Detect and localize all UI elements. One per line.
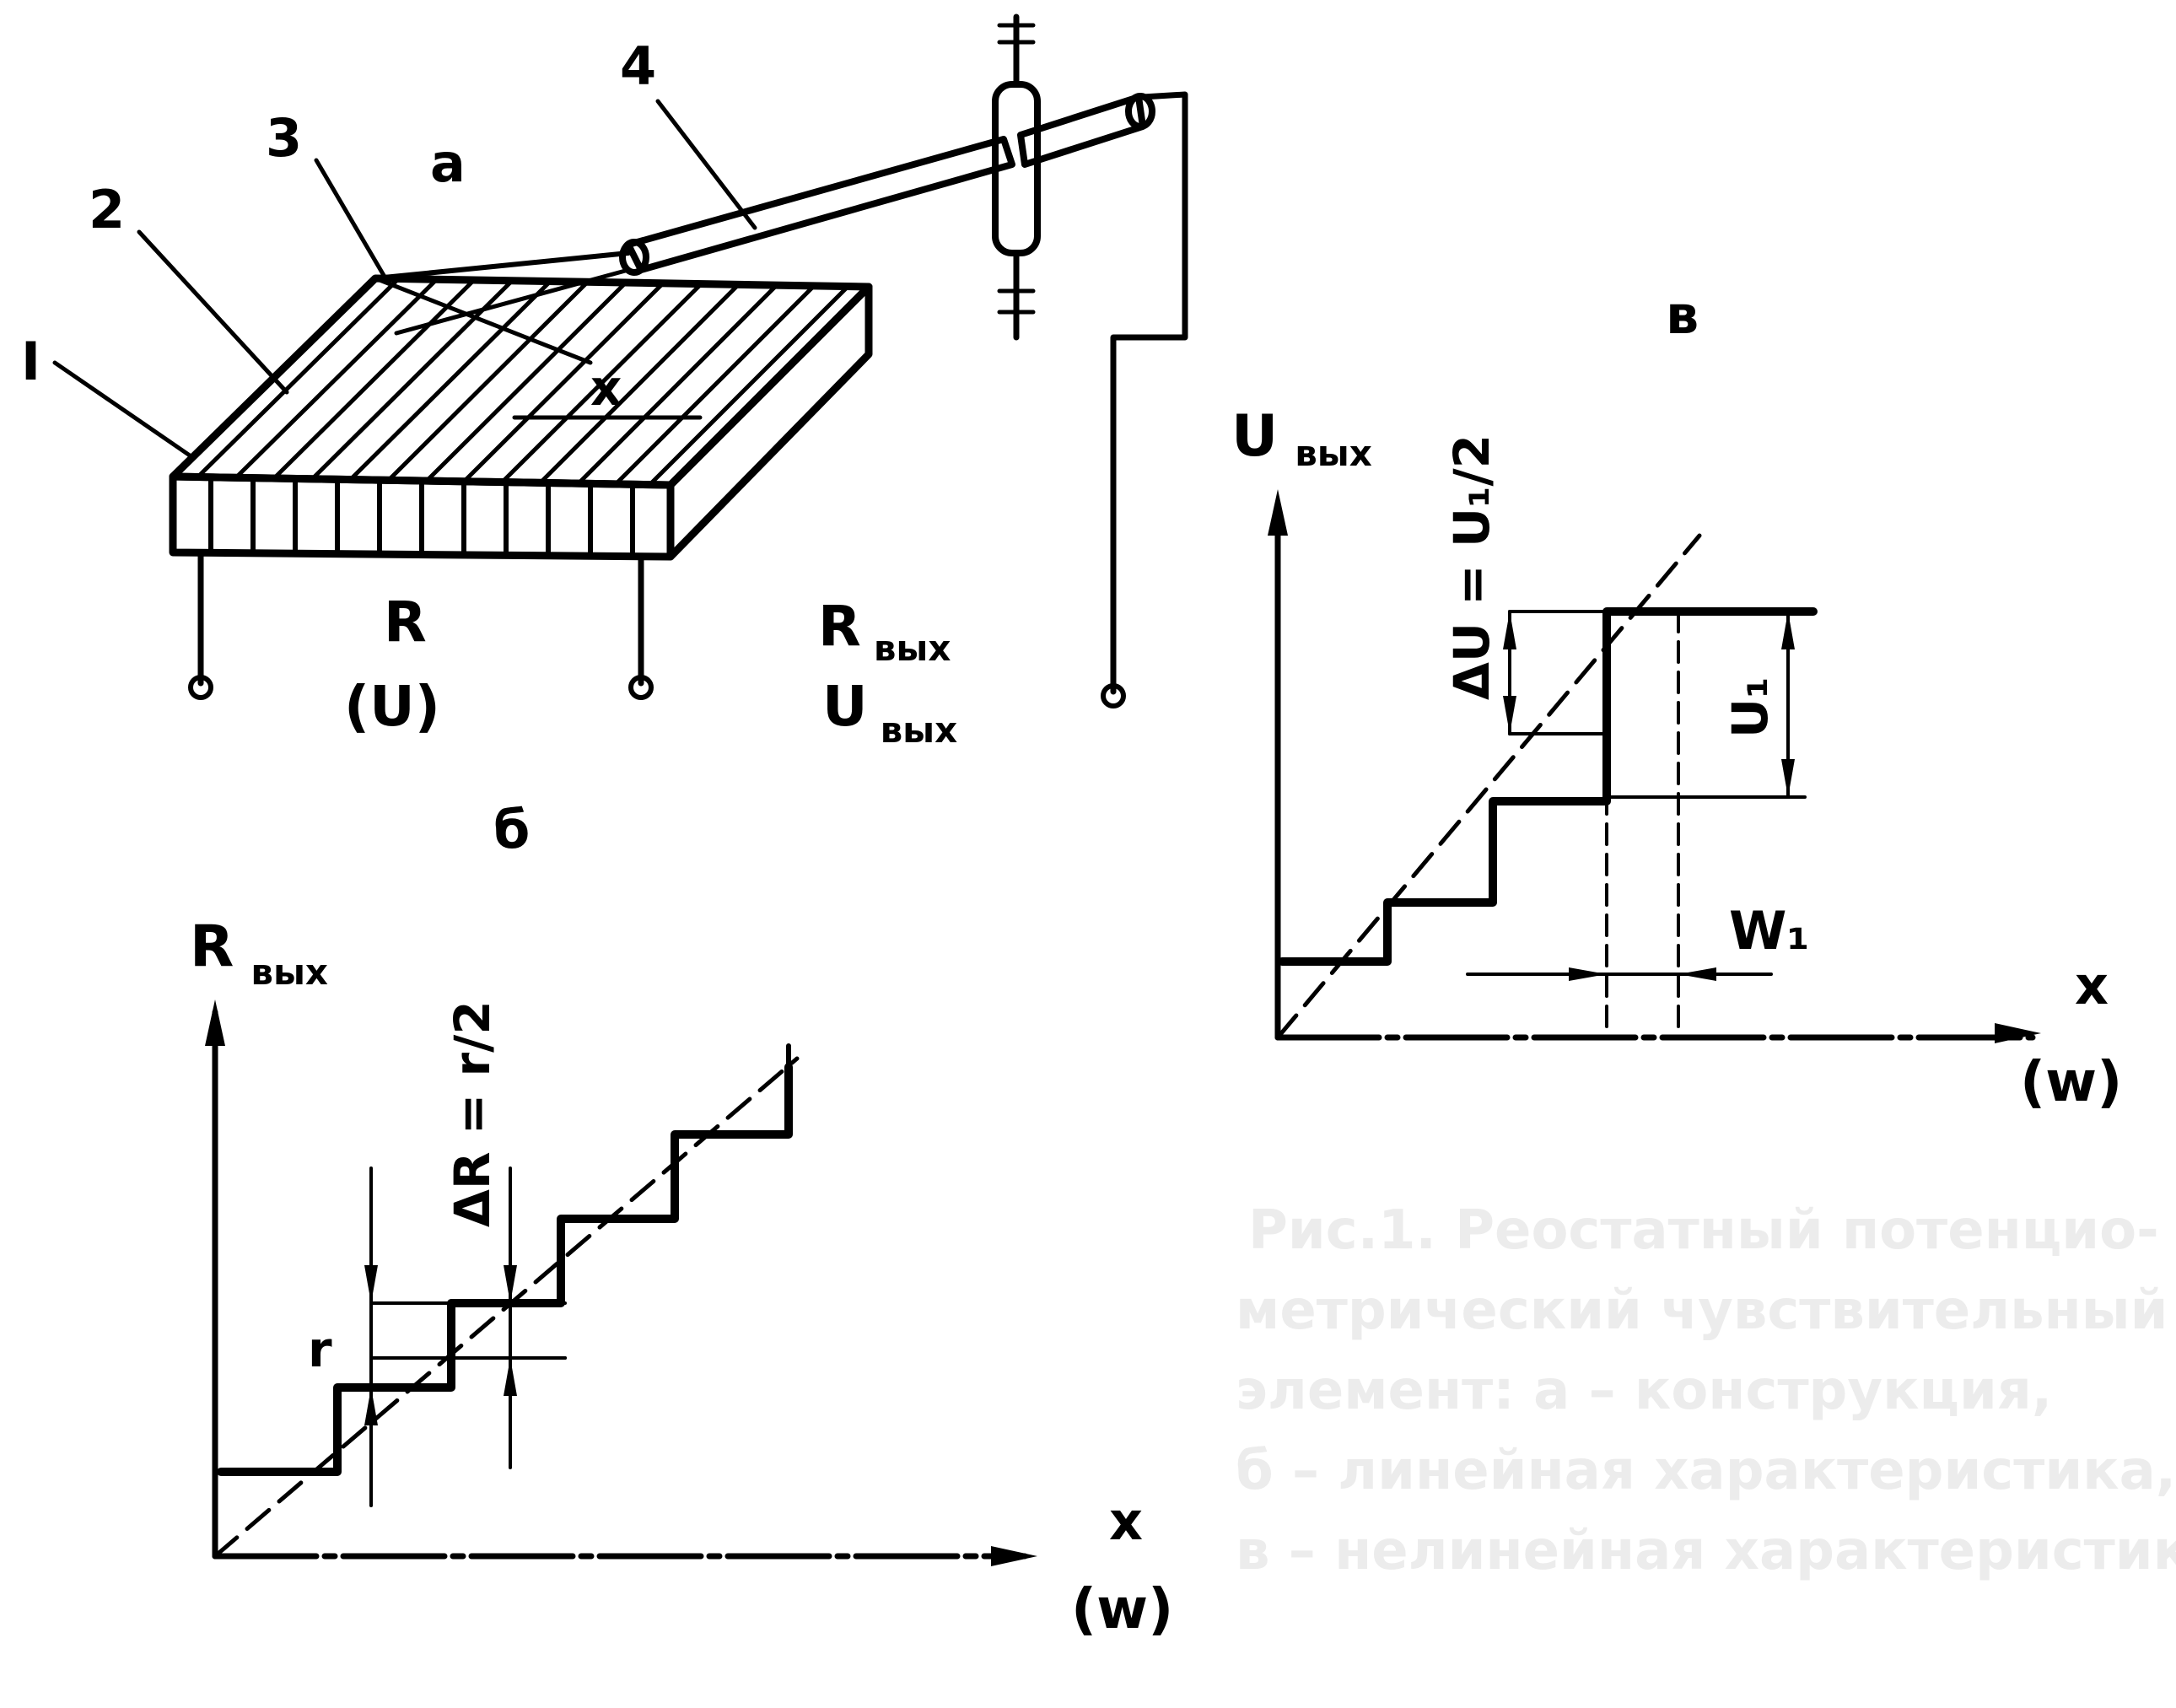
panel-b-delta-label: ΔR = r/2 [444,1000,501,1227]
panel-c-x-axis-label: x [2075,955,2109,1016]
terminal-right [628,675,654,700]
front-face-turns [208,477,635,559]
part-2-label: 2 [89,179,125,240]
figure-caption: Рис.1. Реостатный потенцио- метрический … [1236,1199,2176,1582]
panel-c-delta-label: ΔU = U₁/2 [1443,434,1500,700]
caption-line: в – нелинейная характеристика [1236,1520,2176,1582]
caption-line: Рис.1. Реостатный потенцио- [1248,1199,2159,1262]
panel-b-dimensions [364,1167,567,1507]
caption-line: метрический чувствительный [1236,1280,2168,1342]
shaft [992,13,1041,341]
panel-c-width-label: W₁ [1729,900,1810,962]
panel-b-y-arrow [205,999,225,1046]
part-1-label: I [21,331,40,392]
terminal-left [188,675,213,700]
panel-a-label: а [430,132,466,194]
x-displacement-label: x [590,359,622,417]
output-lead-wire [1110,91,1188,695]
panel-b-x-arrow [991,1546,1037,1566]
output-terminal [1101,683,1126,709]
part-3-label: 3 [266,107,302,169]
panel-a-construction: а [21,13,1188,751]
panel-c-x-arrow [1995,1023,2041,1043]
input-resistance-label: R [384,590,427,655]
panel-c-y-arrow [1268,489,1288,536]
panel-b-step-label: r [308,1321,332,1378]
panel-b-label: б [493,799,530,860]
panel-c-label: в [1666,284,1699,346]
slider-arm [373,93,1155,336]
resistor-body: x [169,274,873,561]
input-voltage-label: (U) [344,674,440,739]
panel-b-x-axis-label: x [1109,1490,1143,1552]
part-4-label: 4 [620,35,656,97]
caption-line: б – линейная характеристика, [1236,1440,2176,1502]
part-callouts: I 2 3 4 [21,35,757,458]
panel-c-step-label: U₁ [1721,677,1779,739]
panel-c-x-axis-unit: (w) [2020,1049,2122,1114]
caption-line: элемент: а – конструкция, [1236,1360,2052,1422]
winding-turns [196,278,850,488]
panel-b-x-axis-unit: (w) [1071,1576,1173,1641]
panel-c-dimensions [1466,610,1815,1039]
panel-c-ideal-line [1275,533,1702,1040]
